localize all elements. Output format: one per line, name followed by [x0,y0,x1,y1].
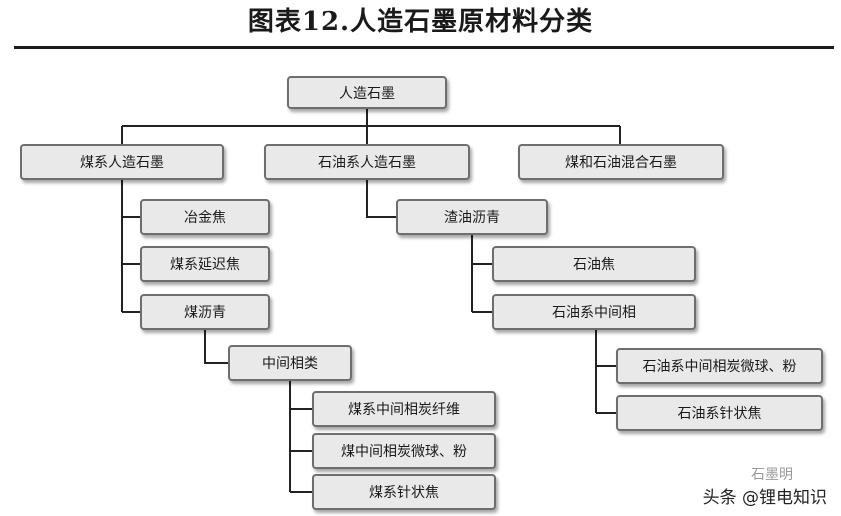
node-petroleum-mesophase-microbeads: 石油系中间相炭微球、粉 [616,348,823,384]
node-coal-pitch: 煤沥青 [140,294,270,330]
node-coal-artificial-graphite: 煤系人造石墨 [20,144,224,180]
node-coal-mesophase-fiber: 煤系中间相炭纤维 [312,391,496,427]
node-root: 人造石墨 [287,76,447,109]
node-metallurgical-coke: 冶金焦 [140,199,270,235]
node-coal-mesophase-microbeads: 煤中间相炭微球、粉 [312,433,496,469]
watermark: 头条 @锂电知识 [702,488,827,508]
node-mesophase: 中间相类 [228,345,352,381]
node-petroleum-mesophase: 石油系中间相 [492,294,696,330]
node-petroleum-needle-coke: 石油系针状焦 [616,395,823,431]
title-rule [14,46,834,49]
node-petroleum-coke: 石油焦 [492,246,696,282]
node-coal-needle-coke: 煤系针状焦 [312,474,496,510]
node-residue-pitch: 渣油沥青 [396,199,548,235]
node-coal-delayed-coke: 煤系延迟焦 [140,246,270,282]
link-petro-to-residue [366,180,396,218]
figure-title: 图表12.人造石墨原材料分类 [247,7,594,37]
node-petroleum-artificial-graphite: 石油系人造石墨 [264,144,470,180]
node-mixed-graphite: 煤和石油混合石墨 [518,144,724,180]
link-pitch-to-meso [204,330,228,364]
watermark-faint: 石墨明 [751,467,793,483]
